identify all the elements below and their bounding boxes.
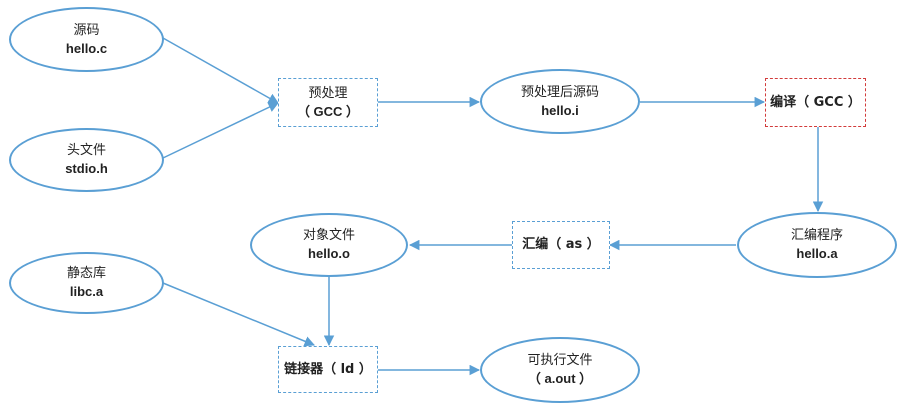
node-asm-prog: 汇编程序 hello.a	[737, 212, 897, 278]
node-linker: 链接器（ ld ）	[278, 346, 378, 393]
edge-static-lib-to-linker	[162, 282, 315, 347]
node-compile-title: 编译（ GCC ）	[770, 94, 861, 110]
node-asm-prog-file: hello.a	[796, 246, 838, 261]
node-static-lib-title: 静态库	[66, 266, 106, 281]
node-preprocess-tool: （ GCC ）	[296, 103, 360, 119]
node-object: 对象文件 hello.o	[250, 213, 408, 277]
node-source: 源码 hello.c	[9, 7, 164, 72]
node-exe: 可执行文件 （ a.out ）	[480, 337, 640, 403]
node-object-file: hello.o	[308, 246, 350, 261]
node-assemble: 汇编（ as ）	[512, 221, 610, 269]
node-assemble-title: 汇编（ as ）	[522, 237, 600, 252]
node-header-title: 头文件	[66, 143, 106, 158]
node-compile: 编译（ GCC ）	[765, 78, 866, 127]
node-header: 头文件 stdio.h	[9, 128, 164, 192]
node-pre-source: 预处理后源码 hello.i	[480, 69, 640, 134]
edge-header-to-preprocess	[162, 102, 279, 159]
node-source-file: hello.c	[65, 40, 108, 56]
node-static-lib: 静态库 libc.a	[9, 252, 164, 314]
node-preprocess-title: 预处理	[308, 85, 348, 101]
node-asm-prog-title: 汇编程序	[790, 228, 843, 243]
node-object-title: 对象文件	[302, 228, 355, 243]
node-pre-source-title: 预处理后源码	[520, 84, 599, 100]
node-exe-file: （ a.out ）	[527, 371, 593, 386]
node-exe-title: 可执行文件	[527, 353, 593, 368]
node-static-lib-file: libc.a	[69, 284, 104, 299]
edge-source-to-preprocess	[162, 37, 279, 104]
node-source-title: 源码	[73, 22, 100, 38]
node-linker-title: 链接器（ ld ）	[284, 361, 372, 377]
node-preprocess: 预处理 （ GCC ）	[278, 78, 378, 127]
node-header-file: stdio.h	[65, 161, 108, 176]
node-pre-source-file: hello.i	[541, 102, 579, 118]
